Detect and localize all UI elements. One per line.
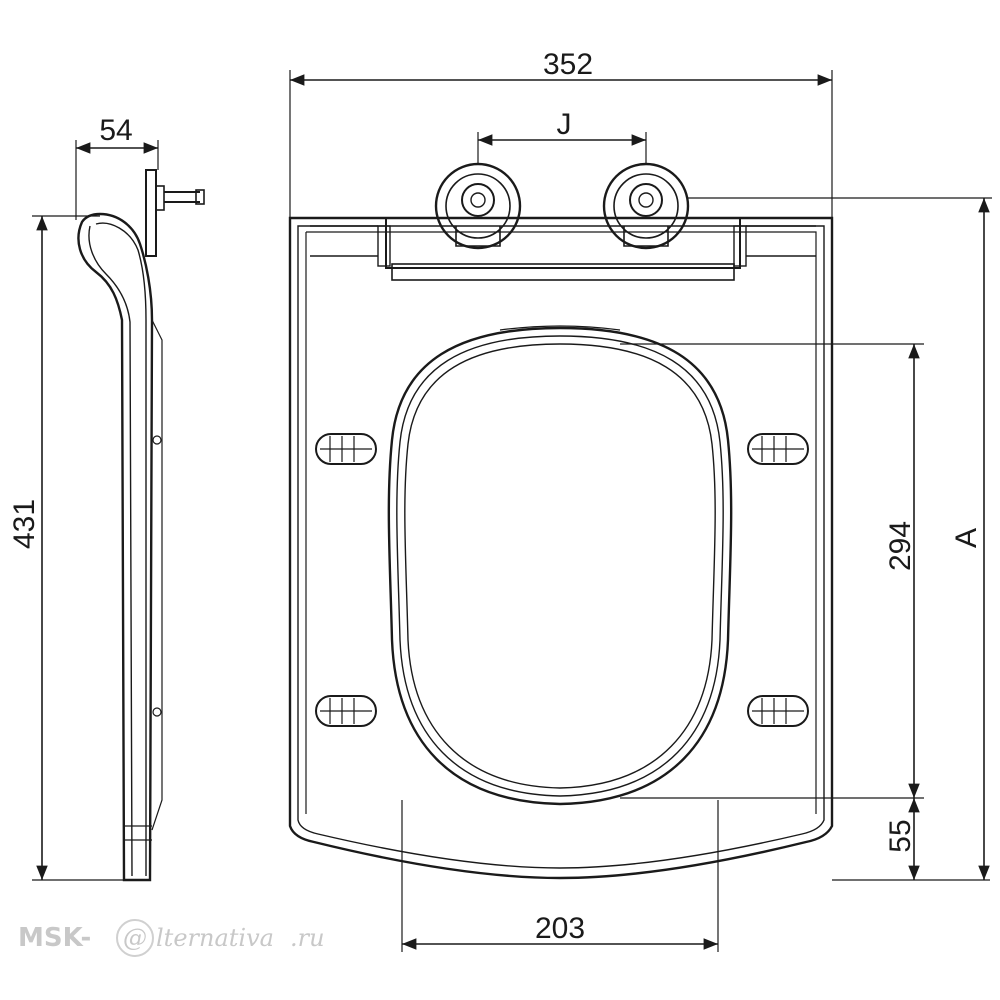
watermark-brand-tld: .ru [290, 924, 325, 952]
watermark-brand-right: lternativa [156, 924, 274, 952]
dim-hinge-to-front: A [950, 528, 983, 548]
seat-opening [387, 325, 733, 806]
top-view: 352 J 294 55 A 203 [288, 48, 992, 952]
hinge-bolt-icon [434, 162, 522, 250]
dim-hinge-spacing: J [557, 108, 572, 141]
seat-buffer-icon [315, 695, 377, 727]
dim-overall-length: 431 [8, 499, 41, 549]
side-view: 54 431 [8, 114, 205, 882]
dim-opening-width: 203 [535, 912, 585, 945]
dim-front-offset: 55 [884, 819, 917, 852]
dim-overall-width: 352 [543, 48, 593, 81]
dim-side-depth: 54 [99, 114, 132, 147]
hinge-bolt-icon [602, 162, 690, 250]
seat-buffer-icon [747, 433, 809, 465]
watermark-logo: MSK- @ lternativa .ru [18, 919, 325, 957]
watermark-brand-left: MSK- [18, 923, 91, 953]
watermark-brand-at: @ [123, 924, 147, 952]
seat-buffer-icon [747, 695, 809, 727]
seat-buffer-icon [315, 433, 377, 465]
dim-opening-length: 294 [884, 521, 917, 571]
